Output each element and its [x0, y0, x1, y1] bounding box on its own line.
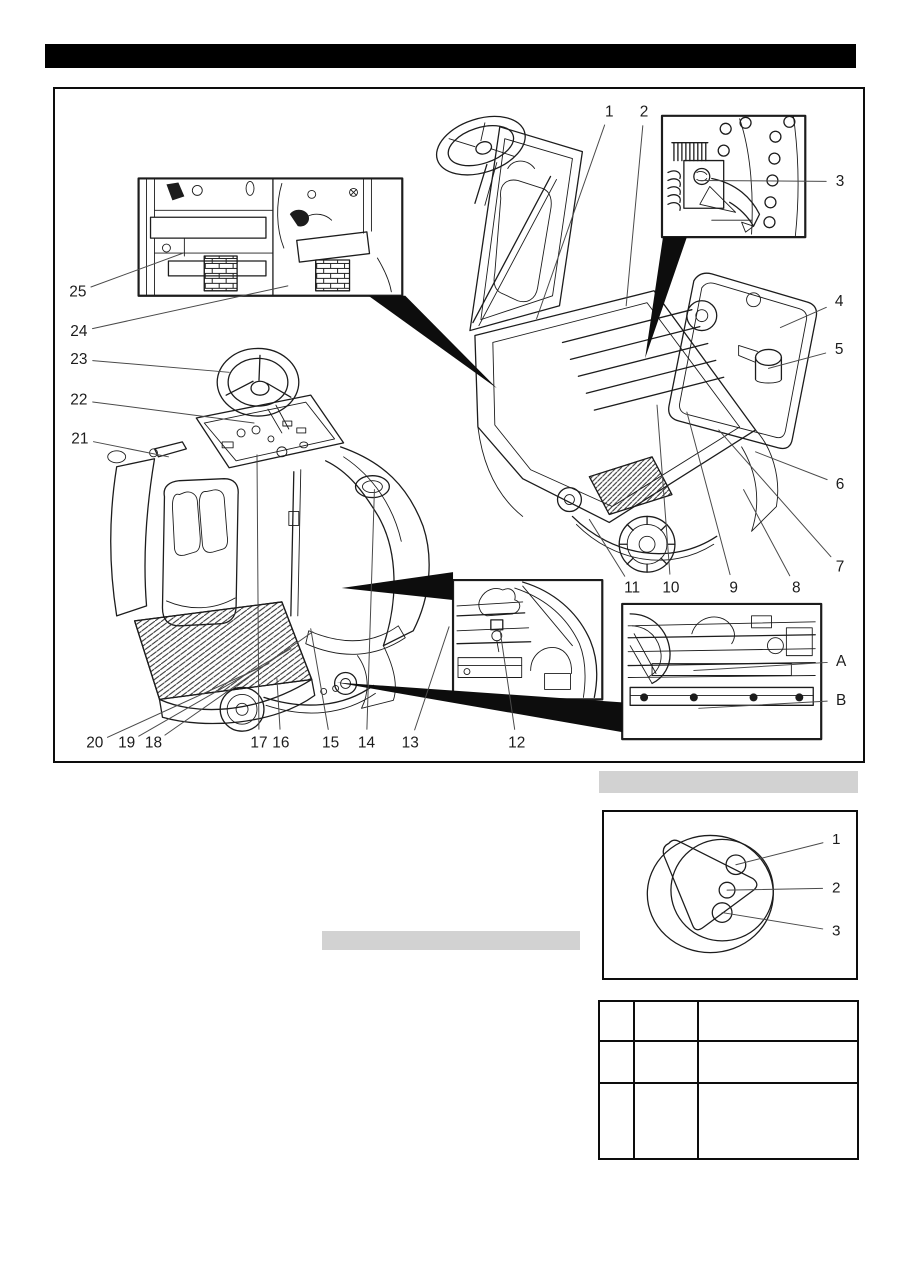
table-row	[598, 1000, 859, 1042]
callout-leader-16	[276, 677, 281, 730]
callout-label-14: 14	[358, 735, 376, 752]
callout-label-7: 7	[836, 559, 845, 576]
left-machine-art	[107, 347, 430, 732]
callout-label-18: 18	[145, 735, 162, 752]
callout-leader-6	[755, 451, 828, 481]
callout-label-B: B	[836, 692, 846, 709]
wedge-inset1	[368, 295, 497, 389]
callout-label-17: 17	[250, 735, 267, 752]
callout-leader-5	[767, 352, 827, 369]
callout-label-3: 3	[836, 173, 845, 190]
inset-detail-bottomright	[621, 602, 823, 741]
callout-leader-2	[726, 887, 824, 891]
inset-detail-bottommiddle	[451, 578, 604, 701]
wedge-inset2	[645, 237, 687, 359]
callout-label-13: 13	[402, 735, 419, 752]
spec-table-body	[598, 1000, 859, 1160]
table-cell	[697, 1000, 859, 1042]
right-machine-art	[435, 115, 818, 573]
table-cell	[598, 1082, 635, 1160]
table-cell	[598, 1040, 635, 1084]
callout-label-10: 10	[662, 580, 679, 597]
callout-label-1: 1	[605, 103, 614, 120]
section-heading-placeholder-right	[599, 771, 858, 793]
coupling-art	[646, 834, 774, 954]
callout-leader-25	[90, 252, 184, 288]
callout-leader-8	[743, 489, 791, 577]
callout-leader-3	[698, 179, 827, 182]
callout-label-A: A	[836, 653, 847, 670]
callout-label-23: 23	[70, 351, 87, 368]
callout-label-22: 22	[70, 392, 87, 409]
callout-leader-10	[656, 404, 671, 575]
table-cell	[598, 1000, 635, 1042]
callout-leader-23	[92, 360, 230, 373]
callout-label-15: 15	[322, 735, 339, 752]
callout-leader-18	[164, 631, 314, 736]
callout-label-16: 16	[272, 735, 289, 752]
table-row	[598, 1082, 859, 1160]
callout-label-2: 2	[640, 103, 649, 120]
callout-leader-7	[718, 429, 832, 558]
callout-leader-19	[138, 648, 292, 737]
callout-leader-1	[735, 842, 824, 866]
spec-table	[598, 1000, 859, 1160]
machine-diagram: 1234567891011121314151617181920212223242…	[69, 103, 847, 751]
title-bar-redacted	[45, 44, 856, 68]
callout-label-11: 11	[624, 580, 640, 597]
inset-detail-topleft	[137, 177, 404, 297]
callout-leader-14	[366, 489, 375, 730]
coupling-diagram: 1 2 3	[646, 831, 841, 954]
callout-leader-4	[779, 306, 827, 329]
callout-leader-13	[414, 626, 450, 731]
callout-label-24: 24	[70, 323, 88, 340]
table-cell	[633, 1000, 699, 1042]
callout-leader-3	[721, 912, 824, 930]
callout-leader-20	[106, 663, 270, 738]
table-cell	[697, 1082, 859, 1160]
callout-label-1: 1	[832, 831, 840, 848]
table-cell	[633, 1040, 699, 1084]
callout-leader-22	[92, 401, 255, 424]
coupling-diagram-frame: 1 2 3	[602, 810, 858, 980]
table-cell	[697, 1040, 859, 1084]
section-heading-placeholder-middle	[322, 931, 580, 950]
callout-label-25: 25	[69, 283, 86, 300]
callout-label-2: 2	[832, 880, 840, 897]
callout-leader-21	[93, 441, 169, 458]
inset-detail-topright	[660, 114, 807, 239]
callout-label-3: 3	[832, 923, 840, 940]
wedge-inset4	[336, 682, 623, 733]
callout-label-4: 4	[835, 293, 844, 310]
callout-label-8: 8	[792, 580, 801, 597]
table-cell	[633, 1082, 699, 1160]
callout-label-19: 19	[118, 735, 135, 752]
callout-leader-11	[588, 518, 626, 577]
figure2-callouts: 1 2 3	[721, 831, 841, 940]
callout-leader-15	[310, 628, 329, 730]
callout-label-21: 21	[71, 430, 88, 447]
callout-leader-1	[536, 124, 606, 320]
callout-leader-24	[91, 285, 289, 330]
callout-label-12: 12	[508, 735, 525, 752]
callout-label-5: 5	[835, 341, 844, 358]
table-row	[598, 1040, 859, 1084]
callout-label-20: 20	[86, 735, 103, 752]
wedge-inset3	[341, 572, 454, 600]
callout-leader-9	[686, 411, 731, 576]
callout-leader-17	[256, 454, 260, 730]
callout-leader-12	[499, 628, 516, 730]
callout-leader-B	[698, 700, 828, 709]
callout-label-9: 9	[729, 580, 738, 597]
callout-label-6: 6	[836, 476, 845, 493]
callout-leader-A	[693, 661, 828, 672]
callout-leader-2	[625, 125, 644, 307]
